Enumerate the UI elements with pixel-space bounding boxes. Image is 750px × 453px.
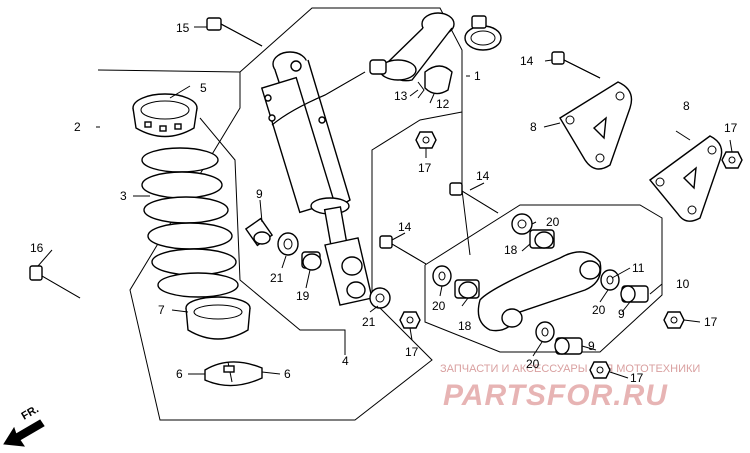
group-outline-4 [199, 117, 346, 355]
nut-part-17-top [415, 131, 437, 149]
washer-part-20-upper [511, 213, 533, 235]
callout-17-right: 17 [724, 121, 738, 135]
callout-17-bottom: 17 [630, 371, 644, 385]
callout-21-right: 21 [362, 315, 376, 329]
callout-14-lower: 14 [398, 220, 412, 234]
watermark-logo: PARTSFOR.RU [443, 379, 668, 412]
collar-part-9-right [620, 285, 649, 303]
link-arm-part-11 [477, 251, 602, 332]
leader-lines [37, 26, 733, 379]
callout-6-right: 6 [284, 367, 291, 381]
collar-part-18-upper [529, 229, 555, 249]
callout-15: 15 [176, 21, 190, 35]
washer-part-21-right [369, 287, 391, 309]
washer-part-20-right [600, 269, 620, 291]
callout-20-upper: 20 [546, 215, 560, 229]
callout-20-right: 20 [592, 303, 606, 317]
callout-8-upper: 8 [530, 120, 537, 134]
spring-seat-part-5 [132, 93, 198, 138]
callout-19: 19 [296, 289, 310, 303]
callout-9-left: 9 [256, 187, 263, 201]
callout-20-left: 20 [432, 299, 446, 313]
collar-part-9-bottom [554, 337, 583, 355]
bolt-part-14-top [551, 51, 601, 79]
nut-part-17-lower-left [399, 311, 421, 329]
plate-part-8-lower [648, 135, 723, 222]
cap-part-12 [424, 65, 453, 95]
stopper-part-6 [204, 361, 263, 387]
callout-17-link: 17 [704, 315, 718, 329]
nut-part-17-right [721, 151, 743, 169]
callout-17-lower-left: 17 [405, 345, 419, 359]
collar-part-9-left [244, 217, 274, 247]
washer-part-21-left [277, 232, 299, 256]
callout-14-top: 14 [520, 54, 534, 68]
callout-7: 7 [158, 303, 165, 317]
front-label: FR. [20, 403, 41, 422]
callout-9-right: 9 [618, 307, 625, 321]
front-direction-arrow: FR. [3, 403, 45, 447]
shock-absorber-body [260, 51, 373, 306]
callout-4: 4 [342, 354, 349, 368]
watermark-caption: ЗАПЧАСТИ И АКСЕССУАРЫ ДЛЯ МОТОТЕХНИКИ [440, 363, 700, 375]
callout-17-top: 17 [418, 161, 432, 175]
callout-12: 12 [436, 97, 450, 111]
plate-part-8-upper [559, 81, 633, 170]
callout-9-bottom: 9 [588, 339, 595, 353]
coil-spring-part-3 [141, 147, 239, 298]
bolt-part-14-middle [449, 182, 499, 214]
reservoir-clamp [464, 15, 502, 51]
callout-18-upper: 18 [504, 243, 518, 257]
callout-5: 5 [200, 81, 207, 95]
washer-part-20-left [432, 265, 452, 287]
callout-labels: 15 1 2 5 3 16 7 6 6 4 8 8 9 9 9 10 11 12… [30, 21, 738, 385]
washer-part-20-bottom [535, 321, 555, 343]
bolt-part-15 [206, 17, 263, 47]
callout-1: 1 [474, 69, 481, 83]
clip-part-13 [417, 81, 425, 99]
callout-18-lower: 18 [458, 319, 472, 333]
bolt-part-16 [29, 265, 81, 299]
reservoir-part-1 [369, 12, 455, 82]
group-outline-1 [239, 7, 463, 112]
bolt-part-14-lower [379, 235, 427, 265]
collar-part-18-lower [454, 279, 480, 299]
spring-seat-part-7 [185, 296, 251, 340]
callout-3: 3 [120, 189, 127, 203]
callout-11: 11 [632, 261, 645, 275]
nut-part-17-link [663, 311, 685, 329]
callout-20-bottom: 20 [526, 357, 540, 371]
callout-14-middle: 14 [476, 169, 490, 183]
callout-2: 2 [74, 120, 81, 134]
group-outline-10 [424, 204, 663, 353]
nut-part-17-bottom [589, 361, 611, 379]
callout-10: 10 [676, 277, 690, 291]
callout-21-left: 21 [270, 271, 284, 285]
callout-8-lower: 8 [683, 99, 690, 113]
callout-16: 16 [30, 241, 44, 255]
callout-13: 13 [394, 89, 408, 103]
collar-part-19 [301, 251, 322, 271]
callout-6-left: 6 [176, 367, 183, 381]
